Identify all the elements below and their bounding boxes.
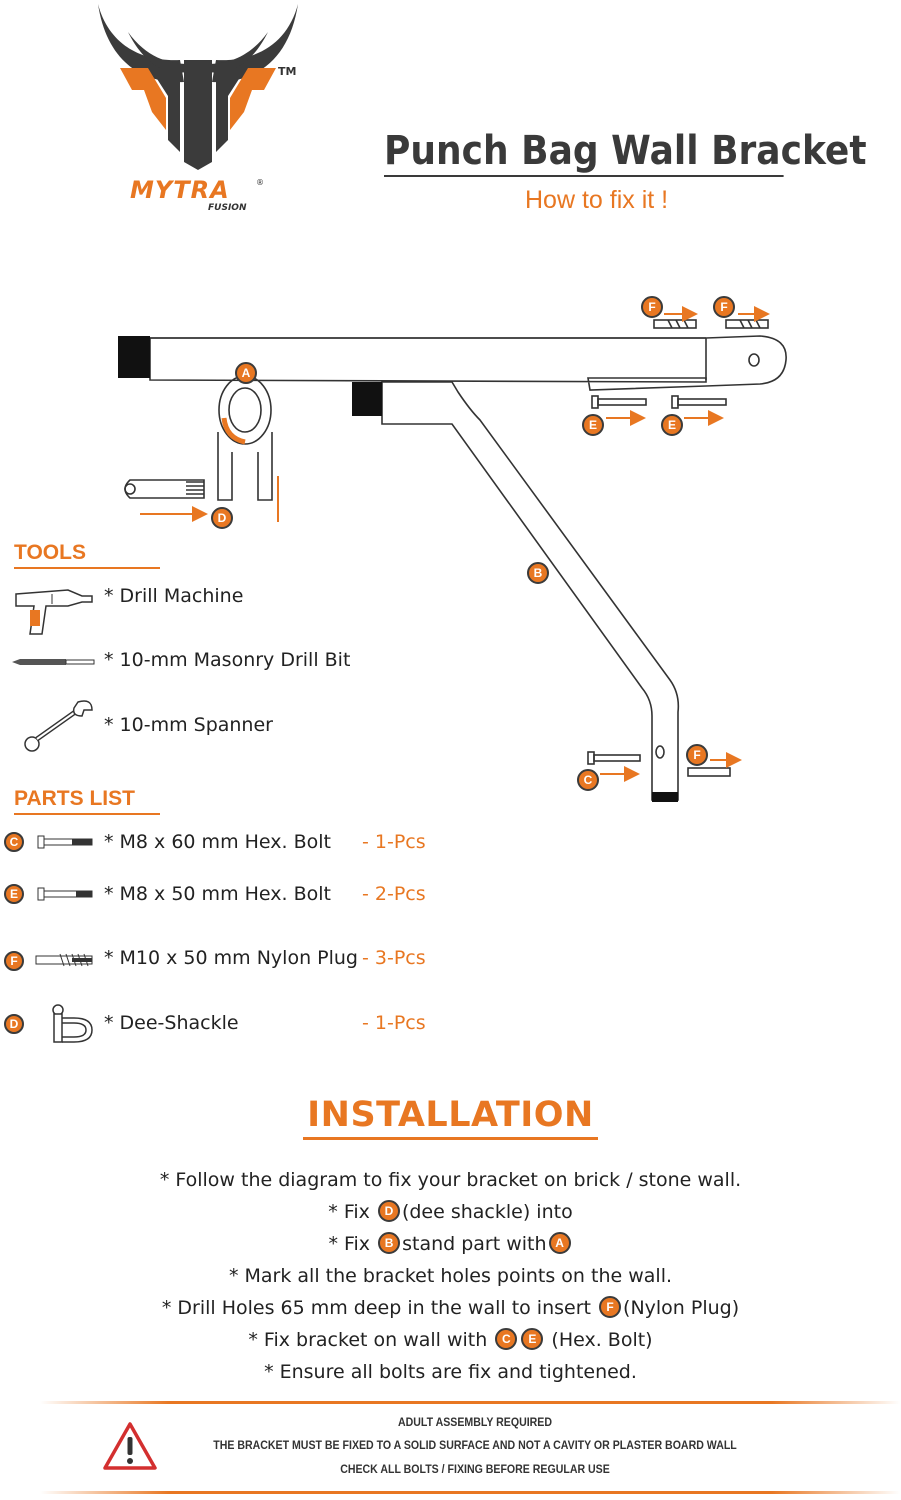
drill-bit-icon	[12, 659, 95, 665]
part-badge-d: D	[4, 1014, 24, 1034]
inline-badge-c: C	[495, 1327, 518, 1350]
label-c: C	[577, 769, 599, 791]
part-label-c: * M8 x 60 mm Hex. Bolt	[104, 831, 331, 853]
label-e2: E	[661, 414, 683, 436]
bracket-diagram: A D B F F E E F C	[118, 296, 787, 802]
stand-part-b	[381, 381, 680, 801]
wall-arm	[149, 335, 787, 391]
dee-shackle-icon	[52, 1004, 93, 1043]
part-badge-c: C	[4, 832, 24, 852]
label-d: D	[211, 507, 233, 529]
page-subtitle: How to fix it !	[525, 186, 669, 214]
brand-sub: FUSION	[208, 203, 247, 213]
part-qty-f: - 3-Pcs	[362, 947, 426, 969]
install-step-2: * Fix D(dee shackle) into	[328, 1199, 573, 1223]
svg-text:F: F	[648, 300, 655, 314]
drill-icon	[15, 589, 93, 635]
part-label-f: * M10 x 50 mm Nylon Plug	[104, 947, 358, 969]
svg-text:B: B	[534, 566, 543, 580]
tool-label-drill: * Drill Machine	[104, 585, 244, 607]
warning-line-2: THE BRACKET MUST BE FIXED TO A SOLID SUR…	[213, 1440, 737, 1452]
divider-top	[40, 1401, 900, 1404]
svg-text:F: F	[693, 748, 700, 762]
mytra-fusion-logo: MYTRA ® FUSION TM	[98, 4, 298, 213]
inline-badge-e: E	[521, 1327, 544, 1350]
part-label-d: * Dee-Shackle	[104, 1012, 239, 1034]
brand-name: MYTRA	[130, 176, 230, 204]
install-step-1: * Follow the diagram to fix your bracket…	[159, 1169, 742, 1191]
nylon-plug-icon	[35, 953, 93, 967]
install-step-7: * Ensure all bolts are fix and tightened…	[264, 1361, 637, 1383]
tool-label-spanner: * 10-mm Spanner	[104, 714, 273, 736]
label-f1: F	[641, 296, 663, 318]
svg-text:E: E	[668, 418, 676, 432]
tools-heading: TOOLS	[14, 541, 160, 569]
svg-text:E: E	[589, 418, 597, 432]
inline-badge-d: D	[377, 1199, 400, 1222]
warning-triangle-icon	[103, 1422, 157, 1470]
part-qty-d: - 1-Pcs	[362, 1012, 426, 1034]
label-f3: F	[686, 744, 708, 766]
svg-text:D: D	[218, 511, 227, 525]
spanner-icon	[24, 700, 93, 752]
part-qty-c: - 1-Pcs	[362, 831, 426, 853]
label-f2: F	[713, 296, 735, 318]
tool-label-drill-bit: * 10-mm Masonry Drill Bit	[104, 649, 351, 671]
svg-text:A: A	[242, 366, 251, 380]
hex-bolt-icon	[37, 887, 93, 901]
inline-badge-a: A	[548, 1231, 571, 1254]
part-badge-e: E	[4, 884, 24, 904]
inline-badge-f: F	[599, 1295, 622, 1318]
svg-text:C: C	[584, 773, 593, 787]
warning-line-3: CHECK ALL BOLTS / FIXING BEFORE REGULAR …	[340, 1464, 610, 1476]
hex-bolt-icon	[37, 835, 93, 849]
install-step-5: * Drill Holes 65 mm deep in the wall to …	[161, 1295, 740, 1319]
parts-list-heading: PARTS LIST	[14, 787, 160, 815]
part-badge-f: F	[4, 951, 24, 971]
label-e1: E	[582, 414, 604, 436]
trademark: TM	[278, 65, 296, 78]
page-title: Punch Bag Wall Bracket	[384, 128, 867, 177]
installation-heading: INSTALLATION	[0, 1095, 901, 1140]
warning-line-1: ADULT ASSEMBLY REQUIRED	[397, 1417, 553, 1429]
label-b: B	[527, 562, 549, 584]
svg-text:F: F	[720, 300, 727, 314]
install-step-4: * Mark all the bracket holes points on t…	[228, 1265, 673, 1287]
svg-text:®: ®	[256, 178, 264, 187]
part-qty-e: - 2-Pcs	[362, 883, 426, 905]
part-label-e: * M8 x 50 mm Hex. Bolt	[104, 883, 331, 905]
label-a: A	[235, 362, 257, 384]
divider-bottom	[40, 1491, 900, 1494]
inline-badge-b: B	[378, 1231, 401, 1254]
